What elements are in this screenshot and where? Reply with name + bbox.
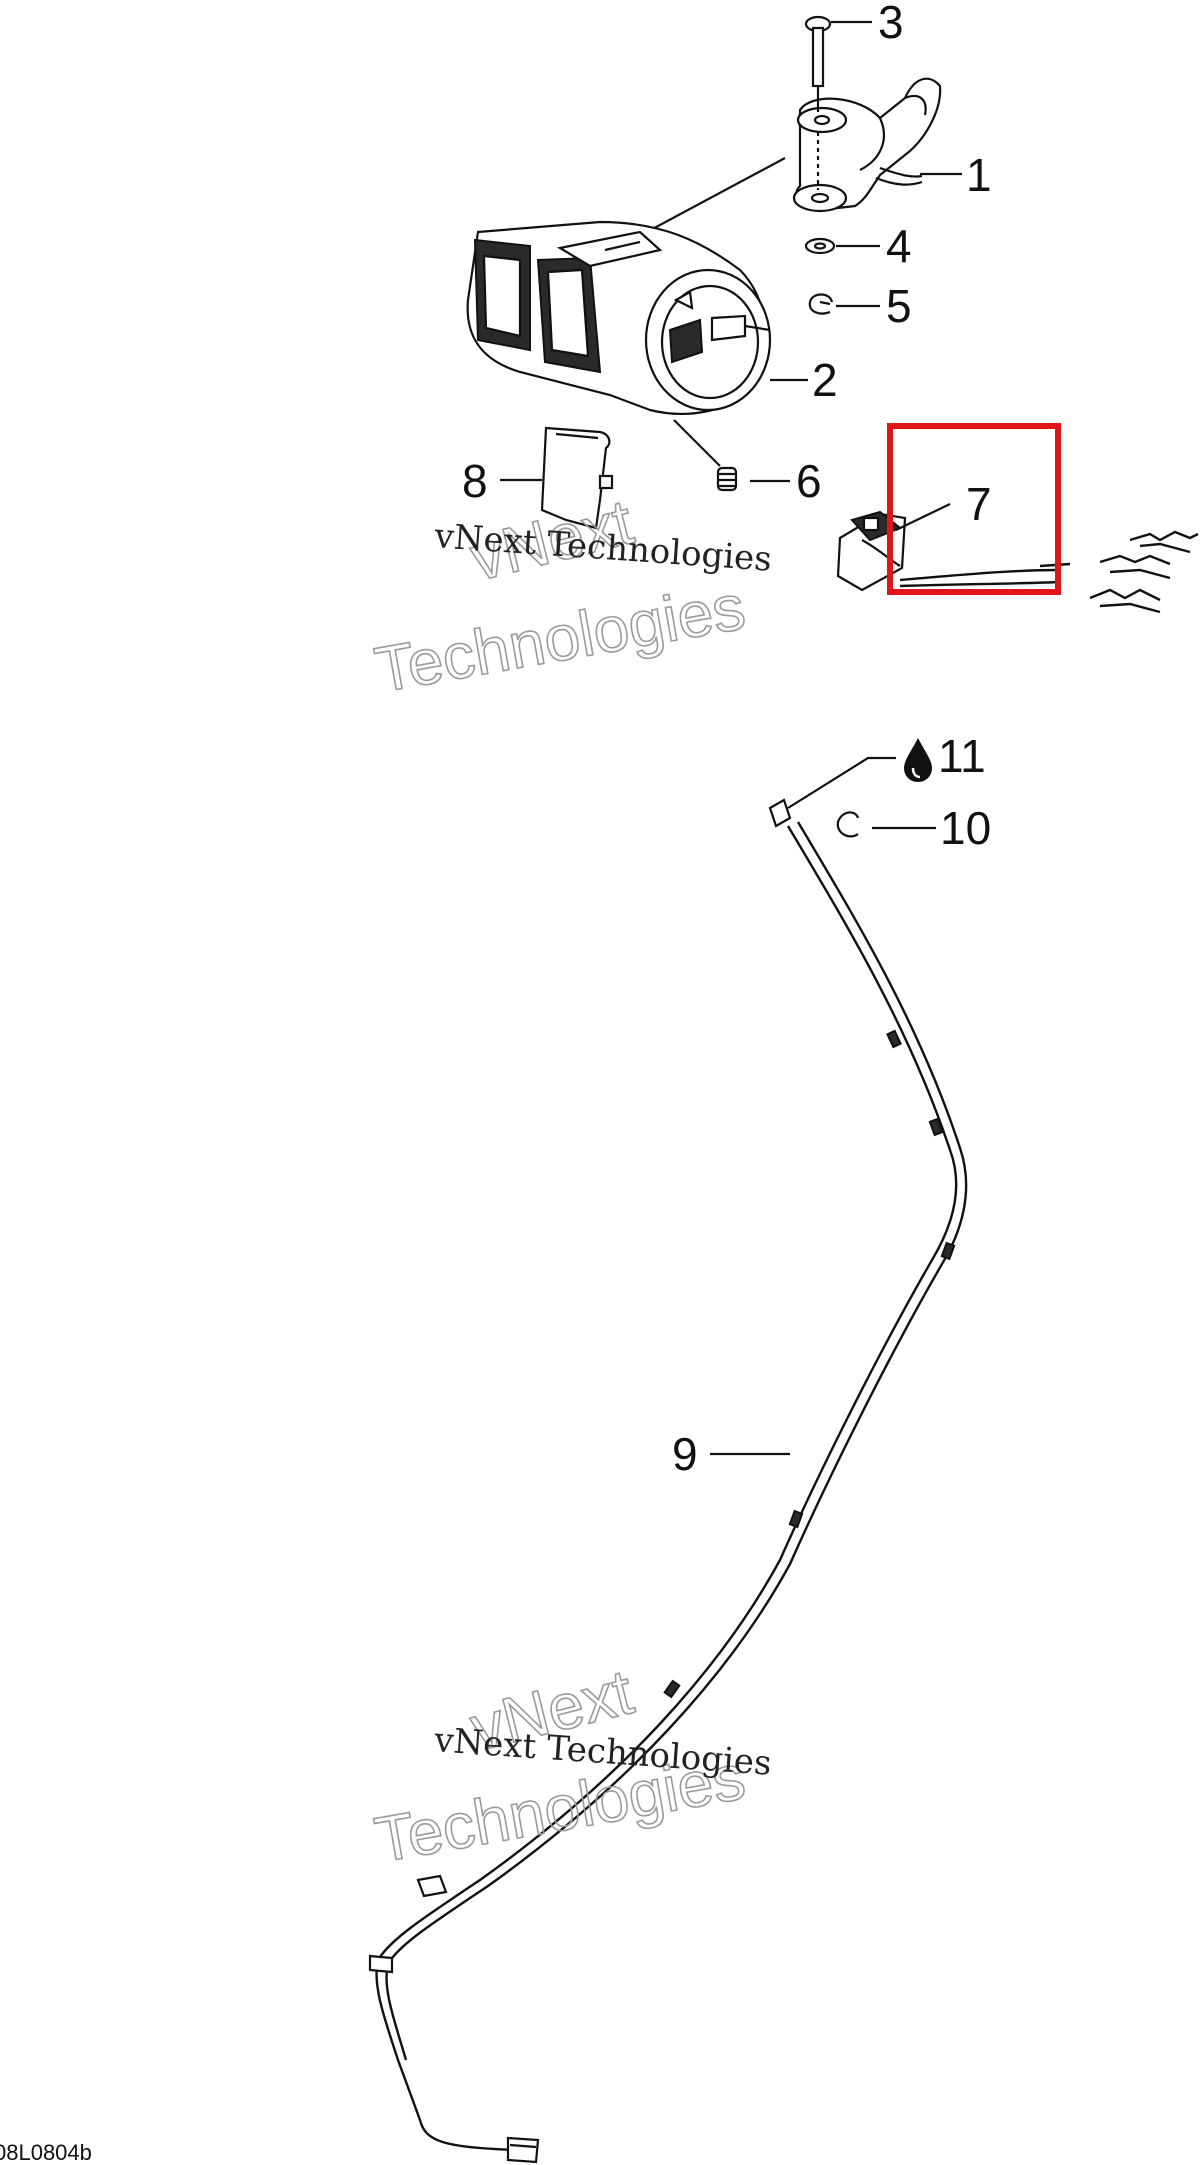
part-3-screw[interactable] — [804, 15, 832, 88]
part-1-throttle-lever[interactable] — [792, 77, 942, 213]
part-2-throttle-housing[interactable] — [466, 220, 772, 415]
callout-2: 2 — [812, 354, 838, 406]
watermark-bottom: vNext Technologies vNext Technologies — [369, 1654, 773, 1877]
part-10-clip[interactable] — [836, 811, 860, 838]
leader-6-a — [673, 419, 721, 467]
callout-6: 6 — [796, 455, 822, 507]
callout-8: 8 — [462, 455, 488, 507]
drop-icon — [904, 738, 932, 782]
assembly-arrow — [631, 157, 786, 241]
callout-4: 4 — [886, 220, 912, 272]
callout-9: 9 — [672, 1428, 698, 1480]
callout-7: 7 — [966, 478, 992, 530]
leader-7 — [895, 503, 951, 531]
part-9-throttle-cable[interactable] — [368, 798, 968, 2164]
part-6-set-screw[interactable] — [716, 466, 738, 492]
callout-11: 11 — [938, 730, 986, 782]
part-5-eclip[interactable] — [808, 293, 834, 315]
watermark-top: vNext Technologies vNext Technologies — [369, 484, 773, 707]
watermark-word-technologies: Technologies — [370, 570, 750, 706]
callout-3: 3 — [878, 0, 904, 48]
drawing-code: 08L0804b — [0, 2140, 92, 2165]
part-8-cover[interactable] — [540, 426, 614, 530]
part-4-washer[interactable] — [804, 237, 836, 255]
sensor-connector-pins — [1089, 530, 1199, 614]
leader-11 — [787, 756, 896, 809]
callout-5: 5 — [886, 280, 912, 332]
callout-1: 1 — [966, 149, 992, 201]
highlight-box — [887, 423, 1061, 595]
callout-10: 10 — [940, 802, 991, 854]
part-7-throttle-sensor[interactable] — [836, 510, 1071, 592]
